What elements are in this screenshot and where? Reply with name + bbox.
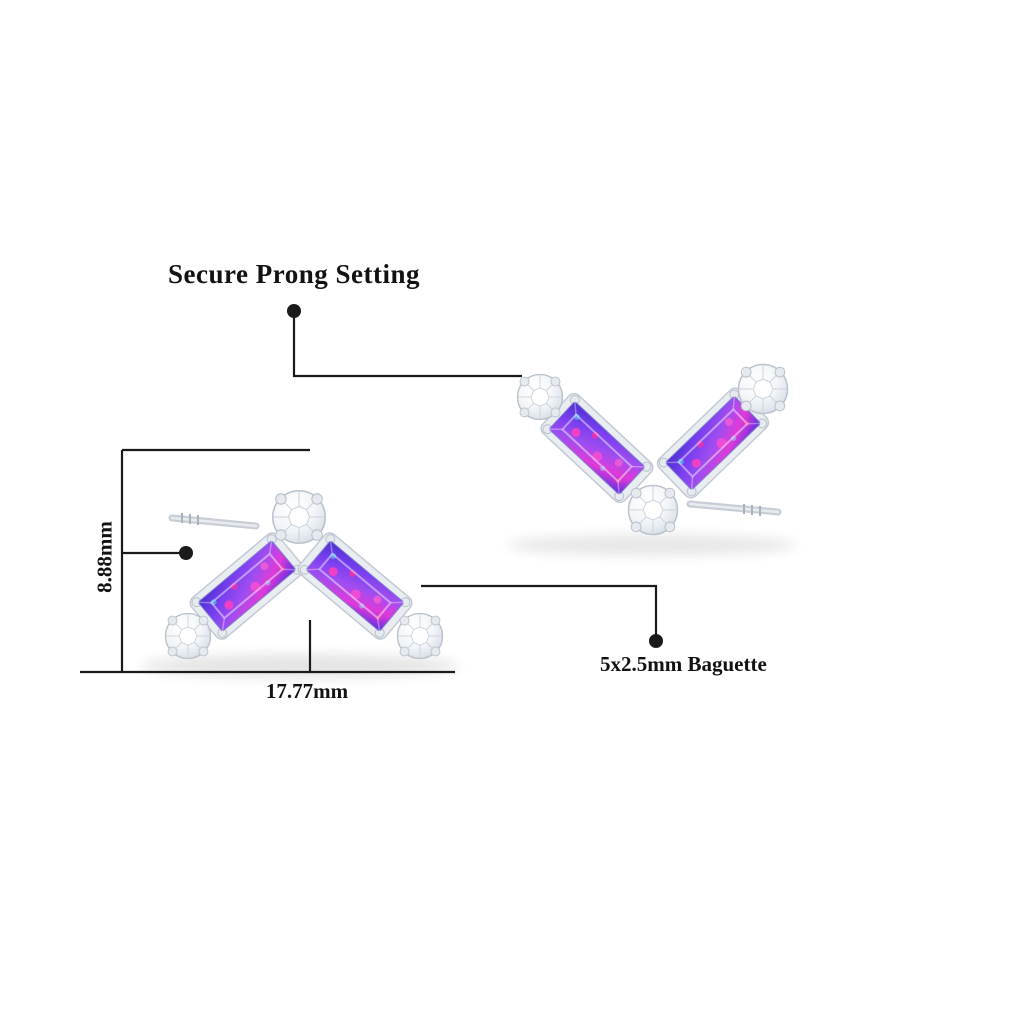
round-diamond-top-left	[516, 373, 564, 421]
prong-callout-dot	[287, 304, 301, 318]
prong-setting-label: Secure Prong Setting	[168, 259, 420, 289]
annotation-lines	[80, 311, 658, 674]
prong-callout-line	[292, 311, 522, 378]
earring-angled-post	[686, 500, 782, 516]
round-diamond-top-right	[737, 363, 789, 415]
height-dimension-label: 8.88mm	[92, 521, 117, 593]
round-diamond-lower-left	[164, 612, 212, 660]
earring-angled-shadow	[507, 534, 797, 556]
baguette-callout-line	[421, 584, 658, 638]
height-callout-dot	[179, 546, 193, 560]
round-diamond-bottom-apex	[627, 484, 679, 536]
earring-angled-view	[507, 363, 797, 556]
baguette-size-label: 5x2.5mm Baguette	[600, 652, 767, 676]
round-diamond-apex	[271, 489, 327, 545]
earring-front-post	[168, 513, 260, 530]
baguette-callout-dot	[649, 634, 663, 648]
width-dimension-label: 17.77mm	[265, 679, 349, 703]
round-diamond-lower-right	[396, 612, 444, 660]
opal-baguette-right	[294, 529, 416, 643]
annotation-dots	[179, 304, 663, 648]
earring-front-view	[140, 489, 460, 678]
